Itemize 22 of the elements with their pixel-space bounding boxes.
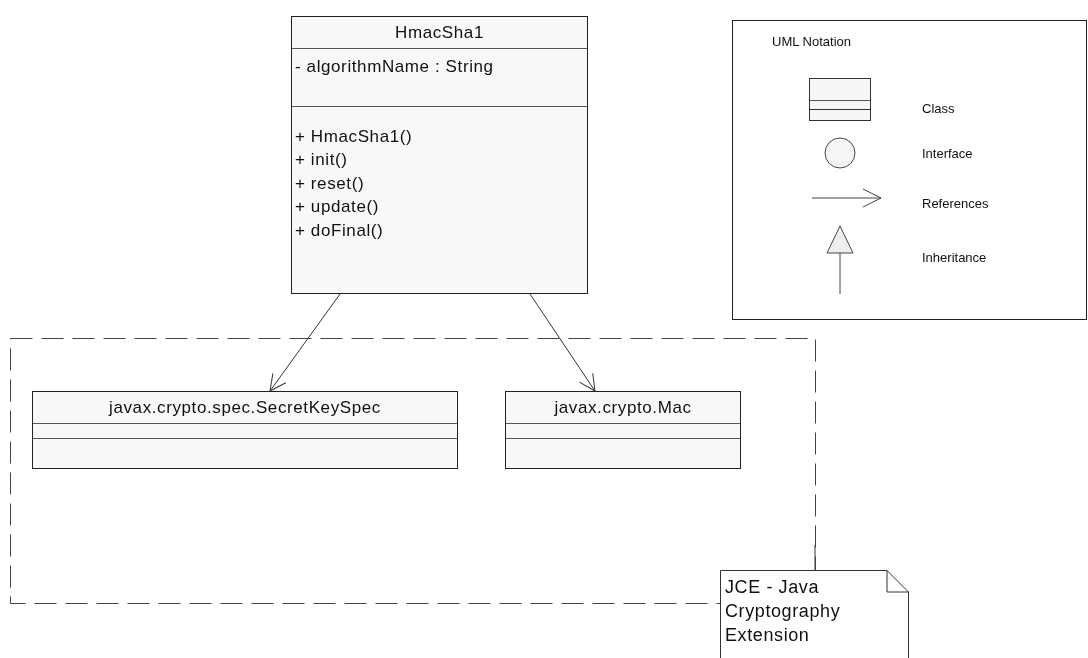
legend-label: References: [922, 196, 989, 211]
class-box: [505, 391, 741, 469]
attachment-line: [814, 544, 816, 571]
method-text: + init(): [295, 150, 348, 170]
legend-label: Class: [922, 101, 955, 116]
reference-arrow: [269, 293, 341, 392]
class-box: [32, 391, 458, 469]
method-text: + doFinal(): [295, 220, 384, 240]
class-name: HmacSha1: [395, 22, 484, 43]
class-name: javax.crypto.spec.SecretKeySpec: [109, 397, 381, 418]
attribute-text: - algorithmName : String: [295, 57, 494, 76]
legend-label: Interface: [922, 146, 973, 161]
legend-title: UML Notation: [772, 34, 851, 49]
class-name: javax.crypto.Mac: [554, 397, 692, 418]
legend-label: Inheritance: [922, 250, 987, 265]
method-text: + reset(): [295, 173, 365, 193]
class-box: [291, 16, 588, 294]
method-text: + HmacSha1(): [295, 127, 413, 146]
note-text: JCE - Java Cryptography Extension: [725, 576, 842, 647]
note-box: [720, 570, 909, 658]
method-text: + update(): [295, 197, 379, 217]
reference-arrow: [529, 293, 596, 392]
